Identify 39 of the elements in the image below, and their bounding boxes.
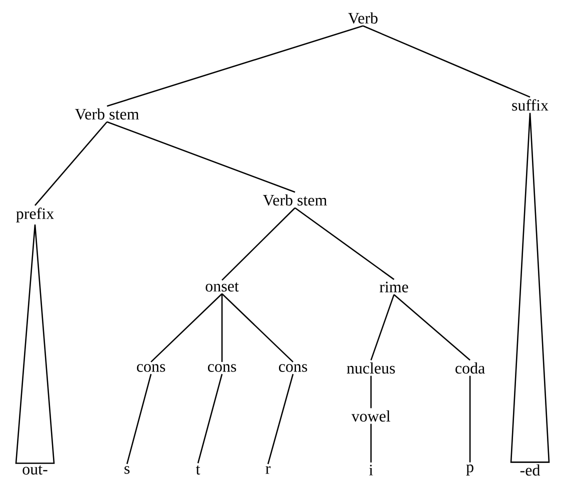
branch-line: [267, 374, 294, 464]
branch-line: [150, 293, 222, 362]
branch-line: [370, 424, 372, 462]
branch-line: [362, 25, 530, 98]
branch-line: [222, 293, 294, 362]
tree-label: out-: [22, 465, 48, 475]
branch-line: [106, 121, 296, 193]
tree-label: suffix: [512, 99, 548, 111]
tree-label: r: [266, 466, 271, 474]
tree-label: Verb: [348, 12, 378, 24]
triangle: [510, 112, 550, 463]
tree-label: cons: [278, 364, 308, 372]
triangle: [15, 224, 55, 464]
tree-label: t: [196, 465, 200, 475]
branch-line: [222, 207, 296, 281]
branch-line: [469, 376, 471, 462]
tree-label: -ed: [520, 464, 540, 476]
tree-label: nucleus: [346, 362, 395, 374]
tree-label: onset: [206, 282, 239, 292]
tree-label: rime: [380, 282, 408, 292]
tree-label: i: [369, 464, 373, 476]
tree-label: cons: [208, 364, 236, 372]
branch-line: [197, 374, 223, 464]
tree-label: prefix: [16, 208, 54, 222]
branch-line: [370, 294, 395, 360]
tree-label: s: [124, 466, 130, 474]
tree-label: p: [466, 464, 474, 476]
branch-line: [221, 294, 223, 362]
tree-label: coda: [456, 362, 485, 374]
tree-label: Verb stem: [74, 108, 139, 120]
tree-label: cons: [136, 364, 166, 372]
branch-line: [34, 121, 108, 206]
branch-line: [106, 25, 364, 107]
branch-line: [294, 207, 394, 280]
tree-label: Verb stem: [262, 194, 327, 206]
tree-label: vowel: [351, 410, 390, 422]
branch-line: [394, 294, 470, 361]
branch-line: [126, 374, 152, 464]
branch-line: [370, 376, 372, 408]
